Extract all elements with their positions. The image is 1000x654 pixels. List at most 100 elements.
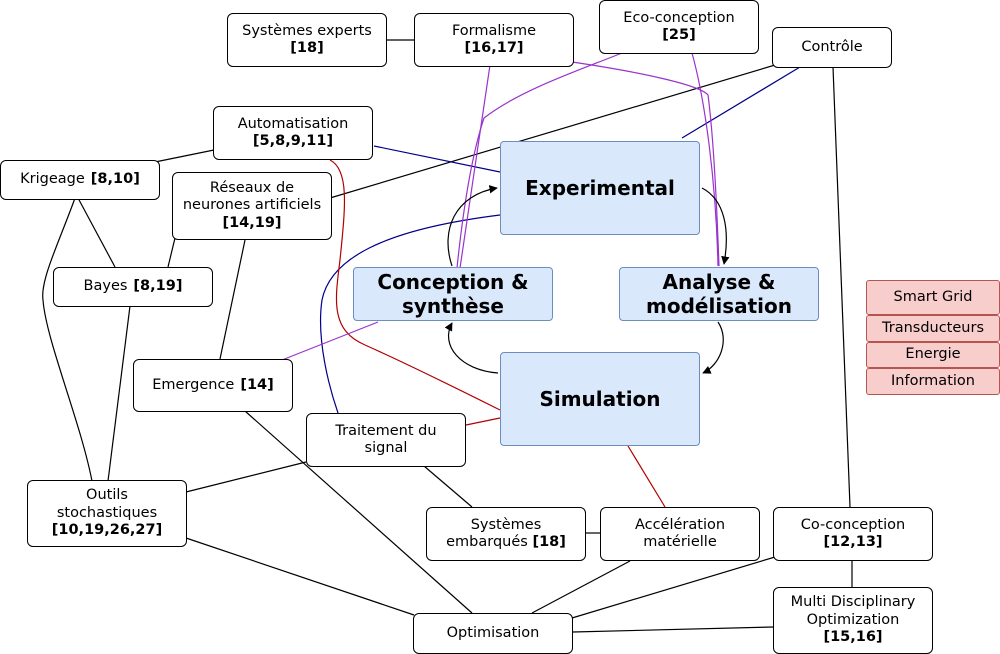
node-label-line2: neurones artificiels	[182, 197, 322, 214]
edge-mdo-optimisation	[572, 626, 774, 633]
legend-label: Information	[891, 372, 975, 389]
edge-emergence-optimisation	[244, 410, 473, 614]
node-label-line2: modélisation	[646, 294, 792, 318]
edge-bayes-outils	[107, 305, 131, 482]
node-analyse-modelisation: Analyse & modélisation	[619, 267, 819, 321]
node-label-line2: stochastiques	[56, 504, 158, 521]
legend-label: Energie	[905, 346, 961, 363]
node-co-conception: Co-conception [12,13]	[773, 507, 933, 561]
node-krigeage: Krigeage [8,10]	[0, 160, 160, 200]
node-outils-stochastiques: Outils stochastiques [10,19,26,27]	[27, 480, 187, 547]
node-label-line2: synthèse	[401, 294, 504, 318]
node-refs: [15,16]	[823, 629, 883, 646]
node-label-line1: Traitement du	[335, 422, 437, 439]
edge-traitement-simulation	[465, 417, 501, 426]
node-refs: [8,10]	[90, 171, 140, 188]
node-label: Emergence	[152, 376, 235, 393]
legend-energie: Energie	[866, 342, 1000, 368]
legend-label: Smart Grid	[893, 288, 973, 305]
node-systemes-experts: Systèmes experts [18]	[227, 13, 387, 67]
legend-transducteurs: Transducteurs	[866, 315, 1000, 342]
node-optimisation: Optimisation	[413, 613, 573, 654]
node-emergence: Emergence [14]	[133, 359, 293, 412]
edge-krigeage-outils	[42, 197, 93, 482]
node-formalisme: Formalisme [16,17]	[414, 13, 574, 67]
node-systemes-embarques: Systèmes embarqués [18]	[426, 507, 586, 561]
edge-experimental-traitement	[319, 214, 501, 414]
node-multi-disciplinary-optimization: Multi Disciplinary Optimization [15,16]	[773, 587, 933, 654]
node-label: Co-conception	[800, 516, 906, 533]
node-label: Bayes	[83, 278, 128, 295]
edge-automatisation-krigeage	[154, 149, 215, 163]
edge-coconception-optimisation	[571, 556, 776, 619]
node-refs: [10,19,26,27]	[51, 522, 163, 539]
node-label: Optimisation	[446, 624, 540, 641]
edge-automatisation-simulation	[329, 159, 501, 411]
node-label: Formalisme	[451, 22, 537, 39]
node-label: Krigeage	[20, 171, 85, 188]
node-label: Automatisation	[237, 115, 349, 132]
node-refs: [18]	[290, 40, 324, 56]
node-label-line1: Accélération	[634, 516, 726, 533]
node-acceleration-materielle: Accélération matérielle	[600, 507, 760, 561]
legend-information: Information	[866, 368, 1000, 395]
node-label-line1: Analyse &	[662, 270, 776, 294]
edge-eco-analyse	[691, 52, 719, 267]
edge-reseaux-bayes	[167, 237, 176, 268]
node-label: Contrôle	[801, 38, 863, 55]
node-controle: Contrôle	[772, 27, 892, 68]
node-refs: [25]	[662, 27, 696, 43]
edge-eco-conception	[456, 52, 623, 269]
node-label-line1: Systèmes	[470, 516, 542, 533]
arrow-conception-experimental	[447, 185, 498, 267]
edge-simulation-acceleration	[627, 445, 666, 508]
edge-automatisation-experimental	[373, 145, 501, 173]
node-label: Simulation	[539, 387, 661, 411]
edge-acceleration-optimisation	[531, 560, 631, 614]
edge-controle-reseaux	[329, 64, 776, 199]
node-refs: [16,17]	[464, 40, 524, 56]
node-label-line1: Conception &	[377, 270, 529, 294]
node-reseaux-neurones: Réseaux de neurones artificiels [14,19]	[172, 172, 332, 240]
edge-outils-traitement	[185, 461, 307, 493]
arrow-simulation-conception	[444, 322, 499, 374]
node-refs: [8,19]	[133, 278, 183, 295]
node-label-line2: signal	[364, 440, 408, 456]
node-eco-conception: Eco-conception [25]	[599, 0, 759, 54]
edge-controle-experimental	[681, 66, 801, 139]
edge-controle-coconception	[832, 66, 851, 508]
node-simulation: Simulation	[500, 352, 700, 446]
edge-krigeage-bayes	[77, 197, 116, 268]
edge-outils-optimisation	[185, 537, 415, 616]
node-label-line1: Multi Disciplinary	[790, 594, 916, 611]
node-label-line1: Outils	[86, 487, 128, 504]
node-bayes: Bayes [8,19]	[53, 267, 213, 307]
edge-traitement-embarques	[423, 465, 473, 508]
node-conception-synthese: Conception & synthèse	[353, 267, 553, 321]
node-label-line2-wrap: embarqués [18]	[446, 534, 566, 551]
edge-reseaux-emergence	[219, 239, 246, 360]
legend-smart-grid: Smart Grid	[866, 280, 1000, 315]
node-label-line2: embarqués	[446, 534, 528, 550]
node-label: Eco-conception	[623, 9, 735, 26]
node-label-line2: Optimization	[806, 611, 900, 628]
edge-formalisme-conception	[459, 64, 491, 269]
edge-conception-emergence	[281, 321, 379, 361]
node-label: Experimental	[525, 176, 675, 200]
arrow-experimental-analyse	[701, 187, 730, 265]
node-traitement-signal: Traitement du signal	[306, 413, 466, 467]
edge-formalisme-analyse	[571, 61, 720, 267]
node-refs: [12,13]	[823, 534, 883, 550]
node-label-line2: matérielle	[643, 534, 717, 550]
arrow-analyse-simulation	[702, 321, 724, 374]
node-refs: [18]	[532, 534, 566, 550]
node-refs: [14,19]	[222, 214, 282, 231]
node-label-line1: Réseaux de	[209, 179, 295, 196]
node-experimental: Experimental	[500, 141, 700, 235]
node-refs: [14]	[240, 376, 274, 393]
legend-label: Transducteurs	[882, 319, 984, 336]
node-refs: [5,8,9,11]	[252, 133, 334, 149]
node-label: Systèmes experts	[242, 22, 372, 39]
